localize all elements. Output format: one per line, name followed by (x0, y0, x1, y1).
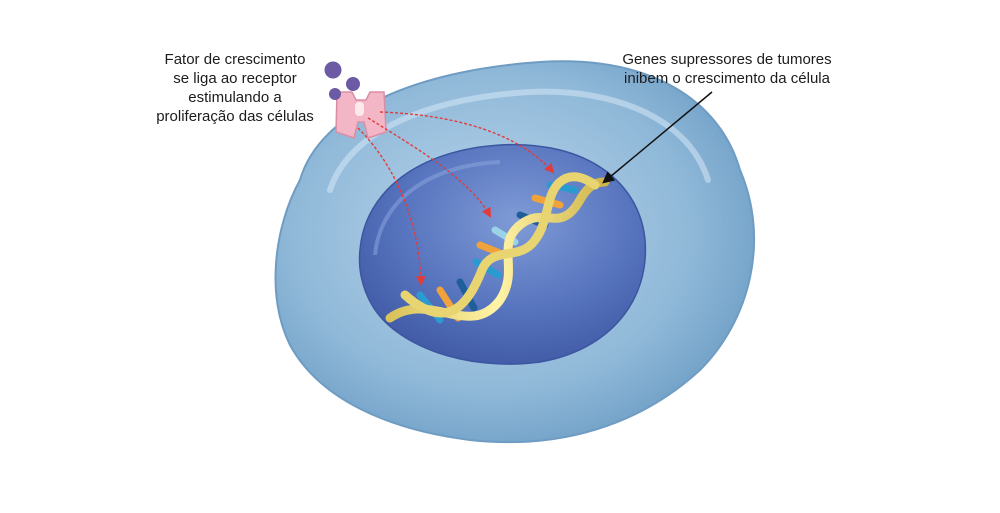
growth-factor-molecule-icon (324, 61, 360, 100)
dna-double-helix-icon (385, 172, 610, 324)
tumor-suppressor-line-1: Genes supressores de tumores (622, 51, 832, 68)
tumor-suppressor-line-2: inibem o crescimento da célula (624, 70, 830, 87)
suppressor-pointer-arrow (602, 91, 713, 184)
growth-factor-line-2: se liga ao receptor (173, 70, 297, 87)
signal-arrow-1 (357, 127, 426, 286)
signal-arrows (357, 111, 555, 286)
growth-factor-line-4: proliferação das células (156, 108, 314, 125)
growth-factor-annotation: Fator de crescimento se liga ao receptor… (150, 50, 320, 126)
signal-arrow-2 (367, 117, 491, 218)
tumor-suppressor-annotation: Genes supressores de tumores inibem o cr… (612, 50, 842, 88)
growth-factor-line-3: estimulando a (188, 89, 282, 106)
growth-factor-line-1: Fator de crescimento (164, 51, 306, 68)
membrane-receptor-icon (335, 91, 387, 139)
signal-arrow-3 (379, 111, 555, 174)
